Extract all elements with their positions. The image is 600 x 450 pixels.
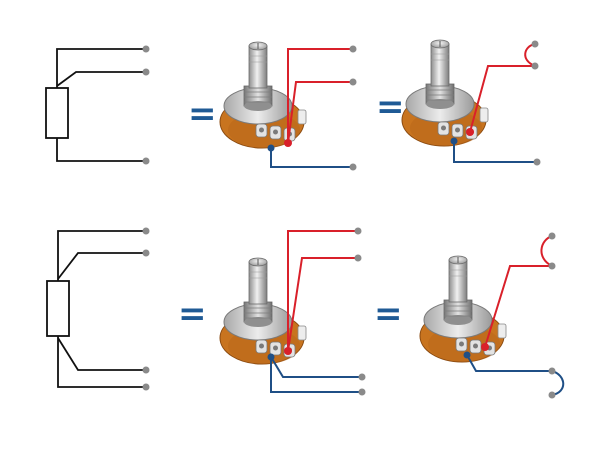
- terminal-dot: [142, 157, 150, 165]
- wiper-solder-point: [284, 139, 292, 147]
- resistor-symbol: [46, 280, 70, 337]
- row-four-terminal: = =: [46, 227, 565, 399]
- blue-wire: [453, 141, 537, 163]
- terminal-dot: [142, 227, 150, 235]
- terminal-dot: [349, 78, 357, 86]
- equals-sign: =: [188, 94, 217, 134]
- terminal-dot: [533, 158, 541, 166]
- schematic-lead-bottom: [57, 336, 146, 388]
- schematic-resistor-3-terminal: [45, 48, 146, 162]
- terminal-dot: [349, 45, 357, 53]
- terminal-dot: [142, 366, 150, 374]
- potentiometer-image: [419, 255, 507, 363]
- blue-wire: [270, 148, 353, 168]
- equals-sign: =: [178, 294, 207, 334]
- schematic-lead-top: [56, 48, 146, 88]
- resistor-symbol: [45, 87, 69, 139]
- terminal-dot: [358, 388, 366, 396]
- wiper-solder-point: [284, 347, 292, 355]
- ground-solder-point: [450, 137, 458, 145]
- red-wire: [484, 265, 552, 348]
- blue-jumper-loop: [551, 370, 565, 396]
- terminal-dot: [142, 383, 150, 391]
- ground-solder-point: [267, 353, 275, 361]
- potentiometer-image: [401, 39, 489, 147]
- schematic-resistor-4-terminal: [46, 230, 146, 388]
- wiper-solder-point: [466, 128, 474, 136]
- red-wire: [287, 257, 358, 352]
- terminal-dot: [354, 227, 362, 235]
- terminal-dot: [354, 254, 362, 262]
- terminal-dot: [548, 367, 556, 375]
- potentiometer-image: [219, 41, 307, 149]
- terminal-dot: [349, 163, 357, 171]
- terminal-dot: [142, 68, 150, 76]
- red-wire: [287, 81, 353, 144]
- terminal-dot: [142, 45, 150, 53]
- red-jumper-loop: [524, 43, 536, 67]
- blue-wire: [270, 357, 362, 393]
- terminal-dot: [358, 373, 366, 381]
- pot-wiring: [270, 230, 362, 393]
- terminal-dot: [531, 62, 539, 70]
- red-wire: [287, 230, 358, 351]
- schematic-lead-top: [57, 230, 146, 281]
- red-wire: [287, 48, 353, 143]
- terminal-dot: [548, 391, 556, 399]
- terminal-dot: [548, 262, 556, 270]
- schematic-lead-wiper: [56, 71, 146, 87]
- schematic-lead-bottom: [56, 138, 146, 162]
- terminal-dot: [548, 232, 556, 240]
- wiper-solder-point: [481, 343, 489, 351]
- row-three-terminal: = =: [45, 39, 541, 171]
- pot-wiring: [270, 48, 353, 168]
- blue-wire: [466, 354, 552, 372]
- red-jumper-loop: [540, 235, 553, 267]
- blue-wire: [270, 356, 362, 378]
- ground-solder-point: [267, 144, 275, 152]
- terminal-dot: [142, 249, 150, 257]
- equals-sign: =: [376, 87, 405, 127]
- equals-sign: =: [374, 294, 403, 334]
- red-wire: [469, 65, 535, 133]
- ground-solder-point: [463, 351, 471, 359]
- schematic-lead-wiper: [57, 252, 146, 280]
- schematic-lead-wiper-out: [57, 337, 146, 371]
- terminal-dot: [531, 40, 539, 48]
